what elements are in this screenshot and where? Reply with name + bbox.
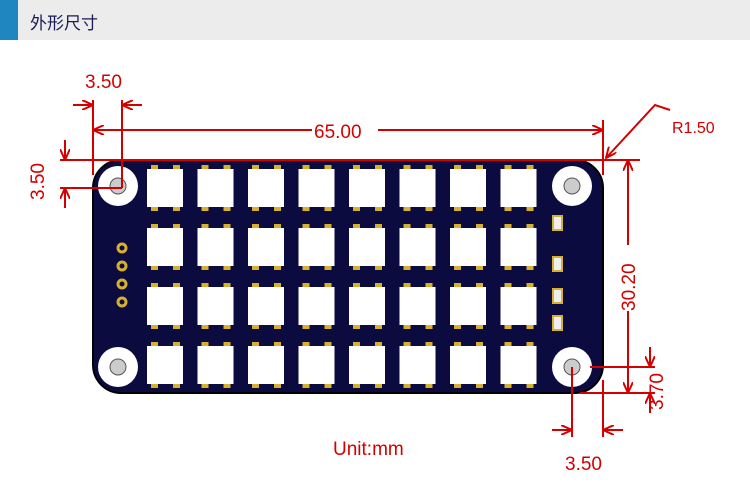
mounting-holes [98,166,592,387]
led [147,283,183,329]
dim-hole-offset-y-left: 3.50 [28,163,49,200]
led [298,283,335,329]
led [298,224,335,270]
led [500,165,537,211]
led [399,165,436,211]
section-title: 外形尺寸 [30,14,98,34]
led [298,342,335,388]
led [500,283,537,329]
dim-hole-offset-x-top: 3.50 [85,72,122,93]
led [399,283,436,329]
led-grid [147,165,537,388]
led [197,165,234,211]
section-header: 外形尺寸 [0,0,750,40]
led [399,342,436,388]
unit-label: Unit:mm [333,439,404,460]
led [248,283,284,329]
led [349,224,385,270]
led [450,342,486,388]
led [147,165,183,211]
dim-hole-offset-x-bottom: 3.50 [565,454,602,475]
led [450,165,486,211]
led [197,224,234,270]
led [500,342,537,388]
header-pads [116,242,128,308]
led [450,224,486,270]
led [349,342,385,388]
led [298,165,335,211]
led [248,342,284,388]
dimension-drawing: 3.50 65.00 R1.50 3.50 30.20 3.70 3.50 Un… [28,72,715,475]
led [248,165,284,211]
accent-strip [0,0,18,40]
led [349,165,385,211]
led [399,224,436,270]
led [349,283,385,329]
led [197,283,234,329]
led [500,224,537,270]
smd-components [552,215,563,331]
led [248,224,284,270]
led [147,342,183,388]
dim-radius: R1.50 [672,120,715,137]
led [450,283,486,329]
led [197,342,234,388]
led [147,224,183,270]
dim-height: 30.20 [619,263,640,311]
dim-width: 65.00 [314,122,362,143]
dim-hole-offset-y-bottom: 3.70 [647,373,668,410]
